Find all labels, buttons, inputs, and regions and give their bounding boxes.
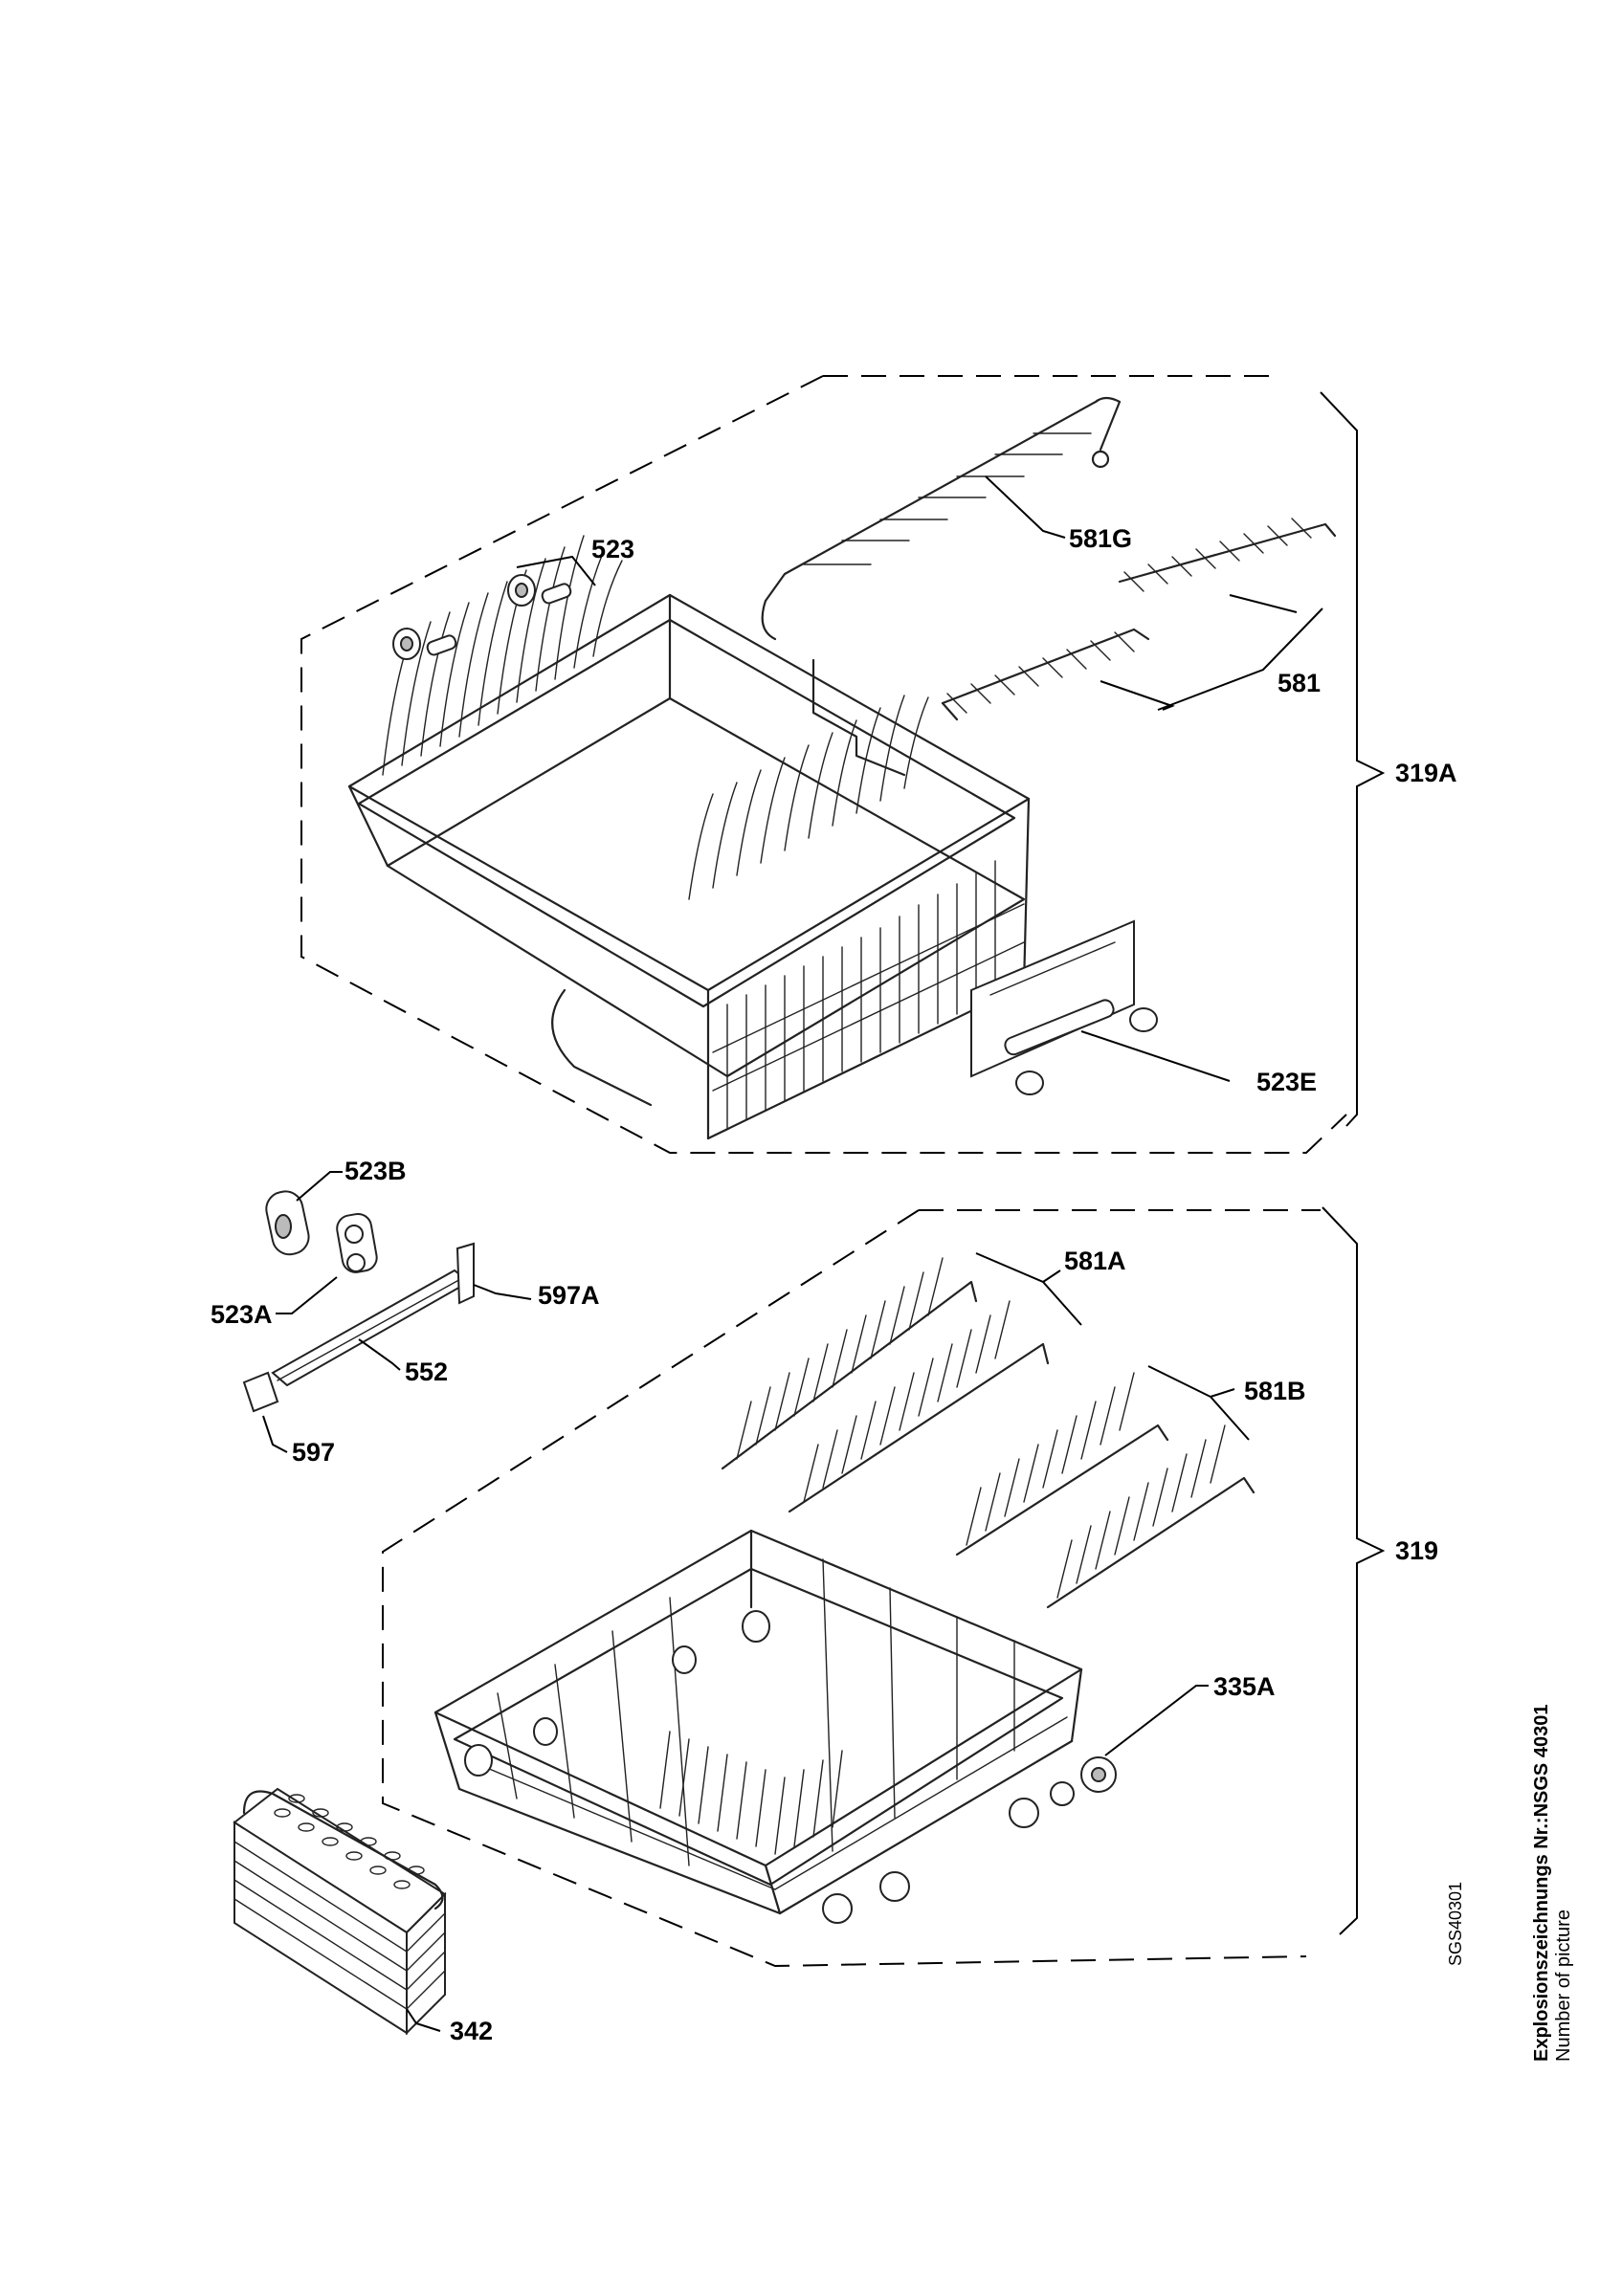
label-581: 581 [1278,669,1321,697]
label-581A: 581A [1064,1247,1126,1275]
part-523-illustration [392,574,572,660]
leader-597A [473,1284,532,1300]
label-319A: 319A [1395,759,1457,787]
leader-581B-tick [1210,1388,1235,1398]
leader-342 [406,2008,441,2032]
leader-552 [358,1338,401,1371]
leader-581B [1147,1365,1250,1441]
part-581A-illustration [721,1257,1050,1513]
label-597: 597 [292,1438,335,1467]
bracket-319 [1322,1206,1386,1935]
part-597-illustration [242,1371,279,1413]
part-581B-illustration [955,1372,1255,1609]
upper-basket-illustration [347,535,1031,1140]
label-523B: 523B [344,1157,407,1185]
part-552-illustration [271,1242,475,1387]
label-552: 552 [405,1358,448,1386]
lower-basket-mesh [468,1558,1068,1890]
label-523: 523 [591,535,634,563]
leader-581 [1157,607,1323,711]
label-523A: 523A [211,1300,273,1329]
number-of-picture-caption: Number of picture [1553,1910,1574,2062]
part-581G-illustration [761,396,1122,641]
label-335A: 335A [1213,1672,1276,1701]
label-523E: 523E [1256,1068,1317,1096]
lower-basket-group: 581A [382,1206,1438,1968]
part-523A-illustration [336,1212,378,1273]
part-335A-illustration [1080,1756,1117,1793]
label-597A: 597A [538,1281,600,1310]
part-523E-illustration [970,919,1158,1095]
bracket-319A [1320,391,1386,1127]
leader-523A [276,1276,338,1314]
label-581B: 581B [1244,1377,1306,1405]
left-parts-group: 523B 523A 552 597A 597 [211,1157,600,1467]
label-319: 319 [1395,1536,1438,1565]
upper-dashed-outline [300,375,1347,1154]
leader-581A-tick [1042,1269,1061,1283]
leader-335A [1104,1685,1209,1756]
part-342-illustration [233,1787,447,2036]
label-342: 342 [450,2017,493,2045]
lower-basket-wheels [464,1610,1075,1924]
leader-581-a [1100,680,1175,711]
lower-dashed-outline [382,1209,1307,1968]
leader-523 [516,555,596,586]
leader-581G [985,475,1066,539]
lower-basket-illustration [433,1529,1083,1924]
label-581G: 581G [1069,524,1132,553]
drawing-number: Explosionszeichnungs Nr.:NSGS 40301 [1531,1705,1552,2062]
leader-581-b [1229,594,1298,613]
leader-523B [296,1171,343,1202]
picture-code: SGS40301 [1446,1882,1465,1966]
part-523B-illustration [265,1190,310,1256]
leader-597 [262,1415,288,1453]
upper-basket-front-mesh [712,860,1025,1130]
part-581-illustration [941,518,1337,721]
upper-basket-group: 523 581G [300,375,1457,1154]
leader-523E [1080,1030,1231,1082]
